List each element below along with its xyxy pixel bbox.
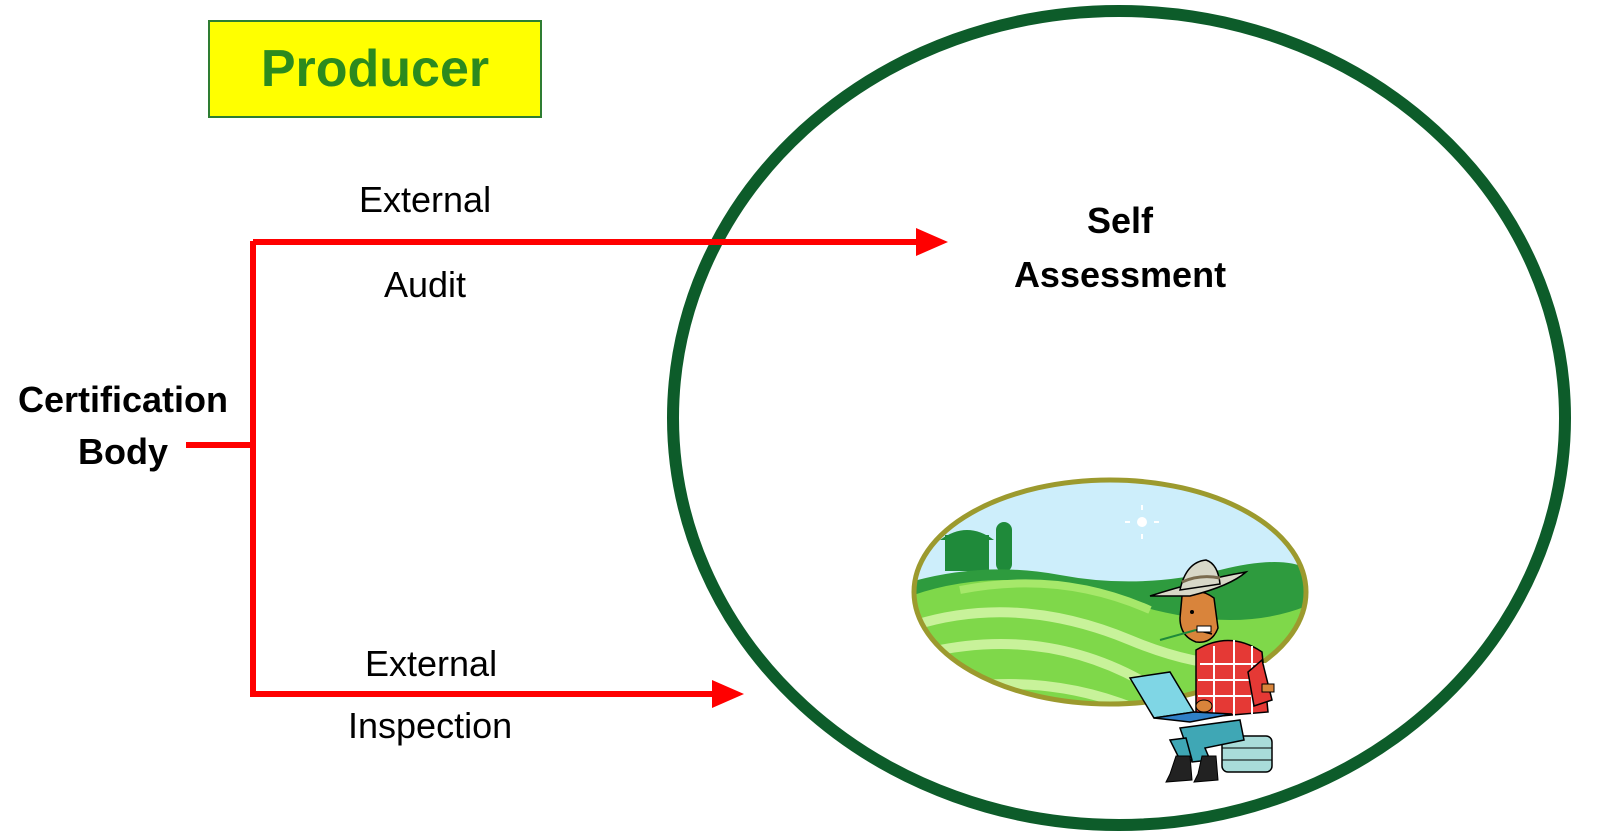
connector-lines — [186, 241, 256, 697]
certification-body-line1: Certification — [17, 379, 229, 420]
external-inspection-line2: Inspection — [348, 705, 513, 746]
self-assessment-line1: Self — [1086, 200, 1154, 241]
producer-label-box: Producer — [208, 20, 542, 118]
producer-label: Producer — [260, 40, 490, 98]
farmer-illustration — [911, 477, 1309, 783]
self-assessment-line2: Assessment — [1013, 254, 1227, 295]
producer-circle — [667, 5, 1571, 831]
self-assessment-label: Self Assessment — [990, 203, 1250, 293]
external-inspection-arrow — [253, 680, 744, 708]
external-inspection-line1: External — [365, 643, 498, 684]
external-audit-line1: External — [359, 179, 492, 220]
certification-body-line2: Body — [78, 431, 168, 472]
external-audit-arrow — [253, 228, 948, 256]
external-audit-line2: Audit — [384, 264, 467, 305]
certification-body-label: Certification Body — [10, 382, 236, 470]
